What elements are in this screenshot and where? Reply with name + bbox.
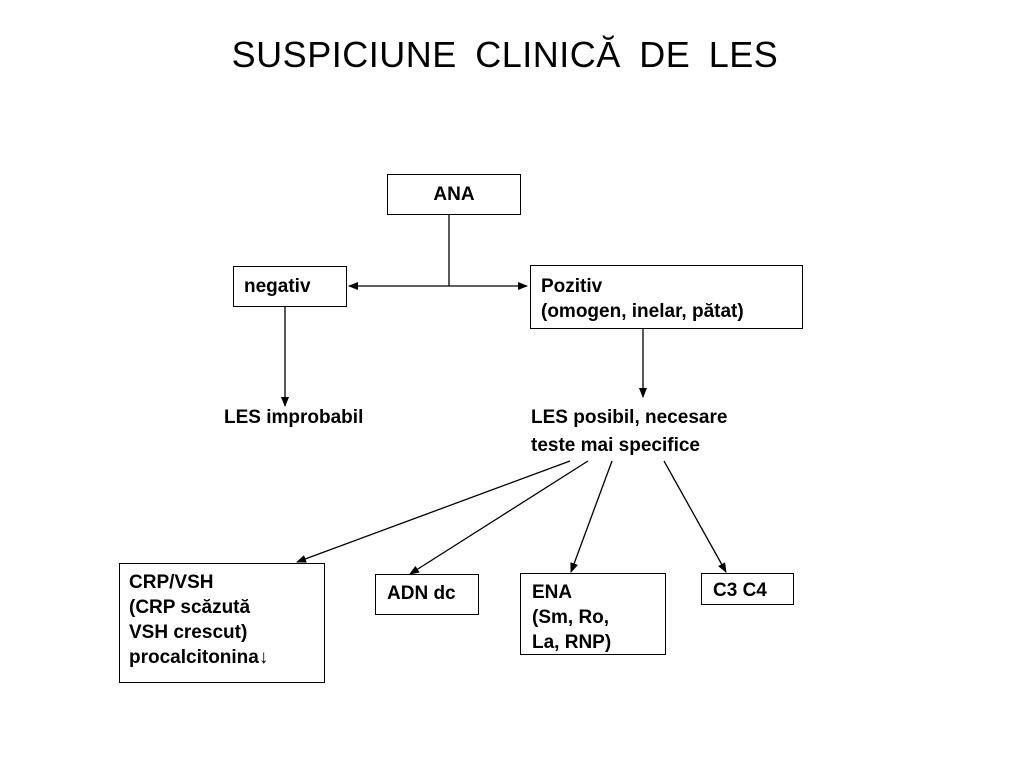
c3-c4-label: C3 C4 [713, 580, 767, 601]
crp-vsh-box: CRP/VSH (CRP scăzută VSH crescut) procal… [119, 563, 325, 683]
c3-c4-box: C3 C4 [701, 573, 794, 605]
les-posibil-line-1: LES posibil, necesare [531, 407, 728, 428]
negativ-label: negativ [244, 276, 311, 297]
ena-line-1: ENA [532, 582, 573, 603]
crp-vsh-line-1: CRP/VSH [129, 572, 214, 593]
crp-vsh-line-3: VSH crescut) [129, 622, 248, 643]
pozitiv-line-1: Pozitiv [541, 276, 603, 297]
pozitiv-box: Pozitiv (omogen, inelar, pătat) [530, 265, 803, 329]
arrow-to-adn-dc [409, 460, 589, 575]
crp-vsh-line-2: (CRP scăzută [129, 597, 251, 618]
crp-vsh-line-4: procalcitonina↓ [129, 647, 269, 668]
ena-line-3: La, RNP) [532, 632, 612, 653]
les-improbabil-text: LES improbabil [224, 407, 364, 428]
les-posibil-line-2: teste mai specifice [531, 435, 700, 456]
adn-dc-label: ADN dc [387, 583, 456, 604]
arrow-to-c3-c4 [663, 460, 727, 573]
ena-box: ENA (Sm, Ro, La, RNP) [520, 573, 666, 655]
ana-box: ANA [387, 174, 521, 215]
arrow-to-crp-vsh [296, 460, 571, 563]
les-posibil-text: LES posibil, necesare teste mai specific… [531, 404, 727, 460]
adn-dc-box: ADN dc [375, 574, 479, 615]
pozitiv-line-2: (omogen, inelar, pătat) [541, 301, 744, 322]
ana-label: ANA [433, 184, 475, 205]
negativ-box: negativ [233, 266, 347, 307]
diagram-title: SUSPICIUNE CLINICĂ DE LES [231, 34, 779, 75]
arrow-to-ena [570, 460, 613, 573]
ena-line-2: (Sm, Ro, [532, 607, 610, 628]
